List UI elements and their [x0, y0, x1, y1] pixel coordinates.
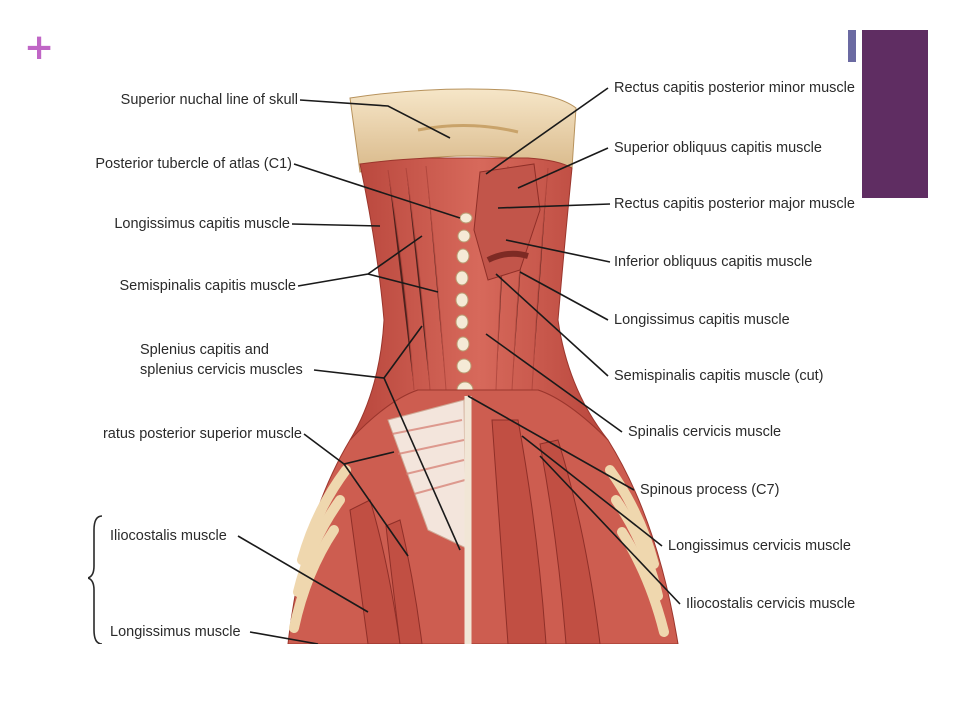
- erector-spinae: [349, 419, 601, 644]
- label-posterior-tubercle-atlas: Posterior tubercle of atlas (C1): [95, 156, 292, 172]
- accent-bar-thin: [848, 30, 856, 62]
- leader-lines-right: [467, 87, 681, 605]
- label-semispinalis-capitis: Semispinalis capitis muscle: [120, 278, 296, 294]
- spinous-processes: [455, 212, 474, 399]
- bracket: [88, 515, 103, 644]
- labels-left: Superior nuchal line of skull Posterior …: [95, 92, 302, 640]
- plus-icon: +: [24, 27, 55, 68]
- neck-muscles-illustration: Superior nuchal line of skull Posterior …: [88, 80, 855, 644]
- label-iliocostalis: Iliocostalis muscle: [110, 528, 227, 544]
- upper-back: [287, 389, 679, 644]
- label-longissimus-capitis-left: Longissimus capitis muscle: [114, 216, 290, 232]
- ribs: [289, 465, 669, 637]
- label-rectus-capitis-posterior-minor: Rectus capitis posterior minor muscle: [614, 80, 855, 96]
- label-spinalis-cervicis: Spinalis cervicis muscle: [628, 424, 781, 440]
- label-serratus-posterior-superior: ratus posterior superior muscle: [103, 426, 302, 442]
- label-splenius-line1: Splenius capitis and: [140, 342, 269, 358]
- label-longissimus: Longissimus muscle: [110, 624, 241, 640]
- muscle-fibers-neck: [387, 165, 549, 391]
- label-superior-obliquus-capitis: Superior obliquus capitis muscle: [614, 140, 822, 156]
- label-spinous-process-c7: Spinous process (C7): [640, 482, 779, 498]
- label-splenius-line2: splenius cervicis muscles: [140, 362, 303, 378]
- label-inferior-obliquus-capitis: Inferior obliquus capitis muscle: [614, 254, 812, 270]
- label-longissimus-cervicis: Longissimus cervicis muscle: [668, 538, 851, 554]
- labels-right: Rectus capitis posterior minor muscle Su…: [614, 80, 855, 612]
- accent-bar-block: [862, 30, 928, 198]
- label-superior-nuchal-line: Superior nuchal line of skull: [121, 92, 298, 108]
- label-semispinalis-capitis-cut: Semispinalis capitis muscle (cut): [614, 368, 824, 384]
- leader-lines-left: [237, 99, 461, 644]
- suboccipital-muscles: [473, 163, 541, 281]
- label-iliocostalis-cervicis: Iliocostalis cervicis muscle: [686, 596, 855, 612]
- label-longissimus-capitis-right: Longissimus capitis muscle: [614, 312, 790, 328]
- label-rectus-capitis-posterior-major: Rectus capitis posterior major muscle: [614, 196, 855, 212]
